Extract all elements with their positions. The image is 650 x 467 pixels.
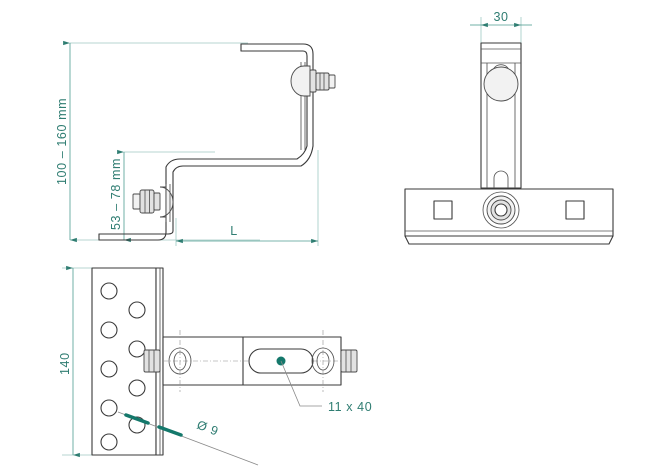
dimension-rail-width: 30 [470,10,532,48]
lower-bolt-assembly [132,184,174,222]
square-hole-left [433,200,453,220]
upper-bolt-assembly [290,65,336,97]
side-view: 100 – 160 mm 53 – 78 mm [55,40,336,246]
note-slot-size: 11 x 40 [276,356,372,414]
mounting-hole [128,340,146,358]
dimension-length: L [175,150,319,246]
side-view-extension-lines [70,42,260,241]
mounting-hole [100,282,118,300]
top-view-rail [143,330,358,392]
note-slot-size-label: 11 x 40 [328,400,372,414]
top-view: 140 [58,265,372,466]
mounting-hole [100,433,118,451]
note-hole-diameter-label: Ø 9 [195,418,221,439]
mounting-hole [100,360,118,378]
top-left-bolt [143,347,192,375]
bracket-profile [98,43,314,241]
dimension-overall-height: 100 – 160 mm [55,40,77,243]
top-right-bolt [311,347,358,375]
dimension-plate-height-label: 140 [58,352,72,375]
mounting-hole [100,321,118,339]
mounting-hole [128,301,146,319]
mounting-hole [128,379,146,397]
dimension-inner-height: 53 – 78 mm [109,149,131,243]
front-view: 30 [404,10,614,245]
dimension-inner-height-label: 53 – 78 mm [109,158,123,230]
dimension-overall-height-label: 100 – 160 mm [55,98,69,185]
square-hole-right [565,200,585,220]
front-vertical-rail [480,42,522,189]
mounting-hole [100,399,118,417]
dimension-length-label: L [230,224,238,238]
dimension-rail-width-label: 30 [493,10,508,24]
front-base-plate [404,188,614,245]
